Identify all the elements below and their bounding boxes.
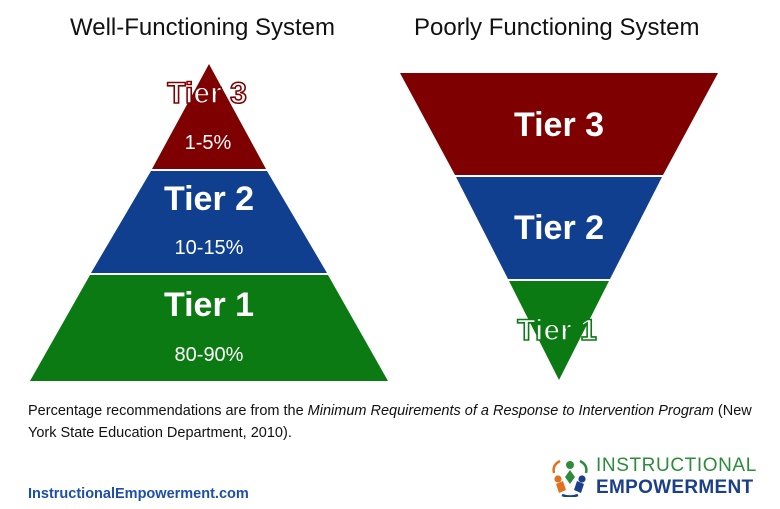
inverted-tier-2-label: Tier 2 [514,209,604,247]
inverted-tier-1-label: Tier 1 [517,314,597,347]
pyramid-tier-1-label: Tier 1 [164,286,254,324]
pyramid-tier-3-shape [152,64,266,169]
pyramid-tier-3-percent: 1-5% [185,132,232,154]
title-well-functioning: Well-Functioning System [70,14,335,41]
inverted-tier-2-shape [456,177,662,279]
pyramid-tier-2-percent: 10-15% [175,237,244,259]
inverted-tier-1-shape [509,281,609,380]
pyramid-tier-1-shape [30,275,388,381]
inverted-tier-3-label: Tier 3 [514,106,604,144]
source-note-title: Minimum Requirements of a Response to In… [307,403,714,419]
inverted-pyramid-poorly-functioning: Tier 3 Tier 2 Tier 1 [400,73,718,380]
source-note-text: Percentage recommendations are from the [28,403,308,419]
people-circle-icon [552,459,588,497]
website-link[interactable]: InstructionalEmpowerment.com [28,486,249,502]
pyramid-tier-2-label: Tier 2 [164,180,254,218]
instructional-empowerment-logo: INSTRUCTIONAL EMPOWERMENT [550,455,772,499]
pyramid-well-functioning: Tier 3 1-5% Tier 2 10-15% Tier 1 80-90% [30,64,388,381]
rti-tier-diagram: Tier 3 1-5% Tier 2 10-15% Tier 1 80-90% … [30,64,718,381]
source-note-citation: (New York State Education Department, 20… [28,403,752,441]
pyramid-tier-3-label: Tier 3 [167,77,247,110]
source-note: Percentage recommendations are from the … [28,400,763,444]
pyramid-tier-1-percent: 80-90% [175,344,244,366]
pyramid-tier-2-shape [91,171,327,273]
logo-text-instructional: INSTRUCTIONAL [596,455,757,476]
logo-text-empowerment: EMPOWERMENT [596,477,754,498]
title-poorly-functioning: Poorly Functioning System [414,14,700,41]
inverted-tier-3-shape [400,73,718,175]
